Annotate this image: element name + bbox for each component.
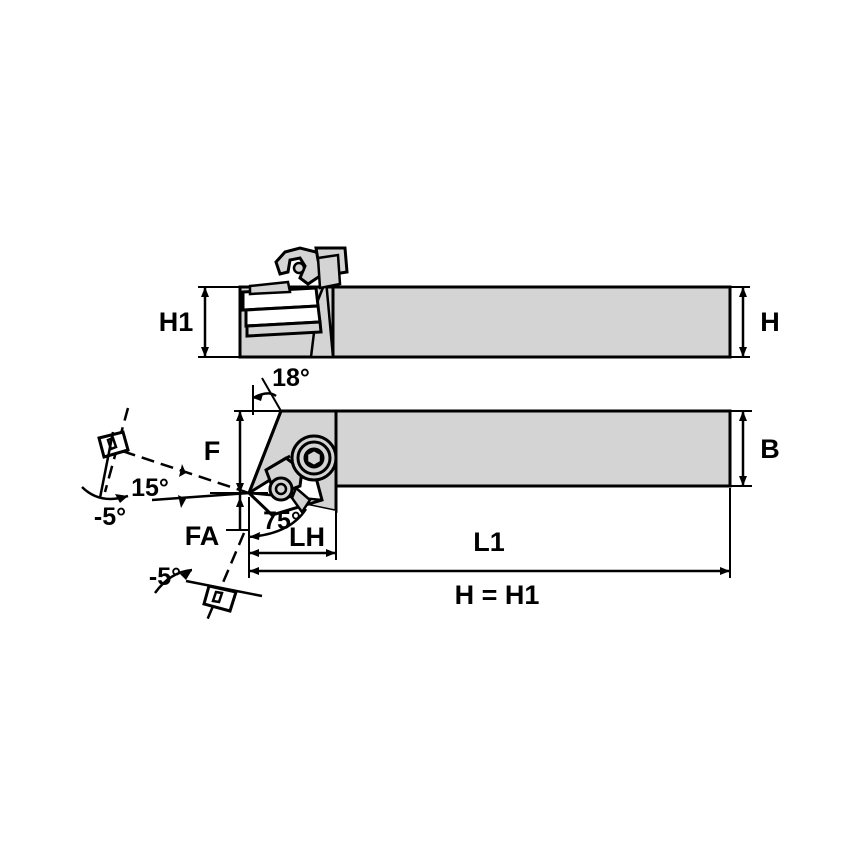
dimension-l1-arrow-left	[249, 567, 259, 575]
label-l1: L1	[473, 527, 505, 557]
label-h-equals-h1: H = H1	[455, 580, 540, 610]
angle-15-ref-line	[151, 491, 250, 502]
annotation-75-degrees: 75°	[248, 507, 308, 540]
angle-15-arrow-lower	[178, 495, 186, 508]
label-h: H	[760, 307, 780, 337]
neg5-lower-insert-notch	[211, 590, 224, 604]
side-view-head-relief	[309, 279, 335, 359]
dimension-h1: H1	[159, 286, 243, 358]
dimension-lh-arrow-left	[249, 549, 259, 557]
angle-15-centerline	[109, 445, 250, 495]
angle-18-arrow	[253, 394, 263, 401]
plan-view-shank-body	[334, 409, 732, 488]
label-angle-75: 75°	[263, 507, 301, 535]
label-f: F	[204, 436, 221, 466]
label-angle-15: 15°	[131, 474, 169, 502]
dimension-h1-arrow-top	[201, 287, 209, 297]
angle-15-arrow-upper	[179, 464, 186, 477]
dimension-fa: FA	[185, 493, 248, 551]
dimension-f: F	[204, 410, 285, 494]
plan-view-lead-facet	[247, 410, 283, 494]
neg5-upper-tool-axis	[98, 431, 115, 499]
dimension-h-arrow-top	[739, 287, 747, 297]
neg5-lower-arc	[153, 568, 193, 594]
label-angle-18: 18°	[272, 364, 310, 392]
plan-view-lever-link	[290, 485, 312, 515]
dimension-f-arrow-top	[236, 411, 244, 421]
dimension-b-arrow-top	[739, 411, 747, 421]
side-view-clamp-tab	[316, 253, 342, 290]
dimension-lh-arrow-right	[326, 549, 336, 557]
neg5-lower-centerline	[203, 532, 246, 626]
side-view-shim	[245, 320, 323, 338]
dimension-lh: LH	[249, 511, 337, 560]
dimension-l1: L1	[248, 488, 731, 578]
annotation-18-degrees: 18°	[252, 364, 310, 415]
side-view-shank-body	[331, 285, 732, 359]
label-lh: LH	[289, 522, 325, 552]
plan-view: 18° 75° F FA 1	[81, 364, 780, 626]
annotation-neg5-upper: -5°	[81, 407, 130, 531]
lever-pin-inner	[274, 482, 288, 496]
neg5-lower-tool-axis	[185, 579, 263, 598]
label-b: B	[760, 434, 780, 464]
dimension-h-arrow-bottom	[739, 347, 747, 357]
annotation-15-degrees: 15°	[109, 445, 250, 508]
lever-pin-icon	[268, 476, 294, 502]
angle-18-arc	[252, 392, 277, 400]
dimension-h: H	[728, 286, 780, 358]
label-angle-neg5-upper: -5°	[94, 503, 126, 531]
angle-75-arrow	[249, 532, 260, 540]
dimension-b-arrow-bottom	[739, 476, 747, 486]
plan-view-lever-shaft	[265, 454, 291, 472]
dimension-b: B	[728, 410, 780, 487]
clamp-screw-icon	[290, 434, 338, 482]
side-view-pin-hole	[292, 261, 306, 275]
dimension-fa-arrow-top	[236, 497, 244, 507]
dimension-l1-arrow-right	[720, 567, 730, 575]
dimension-f-arrow-bottom	[236, 483, 244, 493]
label-fa: FA	[185, 521, 220, 551]
annotation-neg5-lower: -5°	[149, 532, 263, 626]
neg5-lower-arrow	[180, 570, 192, 580]
neg5-upper-arrow	[115, 494, 128, 503]
clamp-screw-hex-socket	[305, 448, 323, 468]
side-view-seat-lip	[248, 280, 292, 296]
label-h1: H1	[159, 307, 194, 337]
dimension-h1-arrow-bottom	[201, 347, 209, 357]
label-angle-neg5-lower: -5°	[149, 563, 181, 591]
side-elevation-view: H1 H	[159, 246, 780, 359]
